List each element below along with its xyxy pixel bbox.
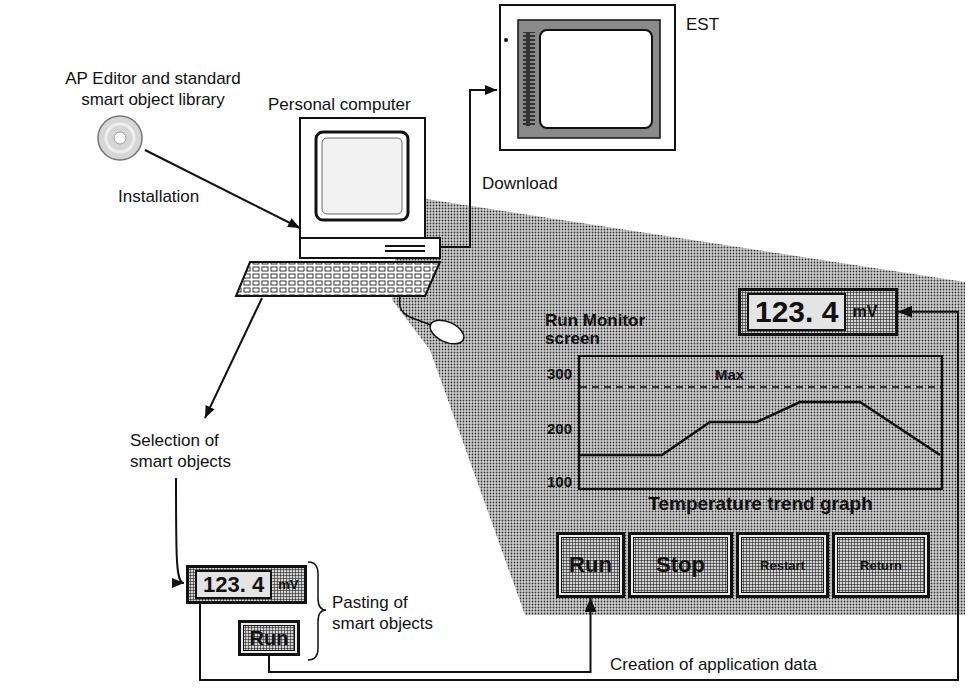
smart-object-display: 123. 4 mV <box>186 565 307 604</box>
est-terminal <box>500 5 675 150</box>
screen-button: Run <box>556 532 625 598</box>
bracket <box>308 562 326 660</box>
download-arrow <box>440 90 497 247</box>
display-value: 123. 4 <box>195 570 272 599</box>
unit-label: mV <box>852 303 877 321</box>
selection-arrow <box>205 298 262 418</box>
axis-value: 300 <box>547 363 572 384</box>
pc-label: Personal computer <box>268 94 411 115</box>
cd-disc <box>98 116 142 160</box>
axis-value: 200 <box>547 418 572 439</box>
mouse <box>399 296 467 349</box>
software-label: AP Editor and standard smart object libr… <box>48 68 258 110</box>
button-label: Restart <box>760 558 805 573</box>
limit-label: Max <box>715 367 744 383</box>
screen-button: Stop <box>628 532 733 598</box>
button-label: Return <box>860 558 902 573</box>
display-value: 123. 4 <box>747 293 846 331</box>
edge-label: Creation of application data <box>608 655 819 675</box>
screen-button: Restart <box>736 532 829 598</box>
zoom-projection <box>392 195 965 615</box>
flow-arrow <box>200 312 958 680</box>
step-label: Pasting of smart objects <box>332 592 444 634</box>
trend-line <box>580 402 940 455</box>
selection-curve-arrow <box>176 478 184 583</box>
device-label: EST <box>686 14 719 35</box>
button-label: Run <box>569 552 612 578</box>
screen-button: Return <box>832 532 930 598</box>
step-label: Installation <box>118 186 199 207</box>
axis-value: 100 <box>547 471 572 492</box>
button-label: Run <box>250 627 289 650</box>
screen-title: Run Monitor screen <box>545 312 663 348</box>
button-label: Stop <box>656 552 705 578</box>
flow-arrow <box>269 598 591 672</box>
smart-object-button: Run <box>238 620 300 656</box>
graph-title: Temperature trend graph <box>580 493 941 515</box>
screen-panel: Run Monitor screen123. 4mVMaxTemperature… <box>525 282 965 615</box>
step-label: Download <box>482 173 558 194</box>
personal-computer <box>236 118 440 296</box>
step-label: Selection of smart objects <box>130 430 248 472</box>
max-line <box>580 386 941 388</box>
unit-label: mV <box>278 577 298 592</box>
value-display: 123. 4 mV <box>738 288 898 336</box>
trend-graph: MaxTemperature trend graph <box>578 355 943 490</box>
